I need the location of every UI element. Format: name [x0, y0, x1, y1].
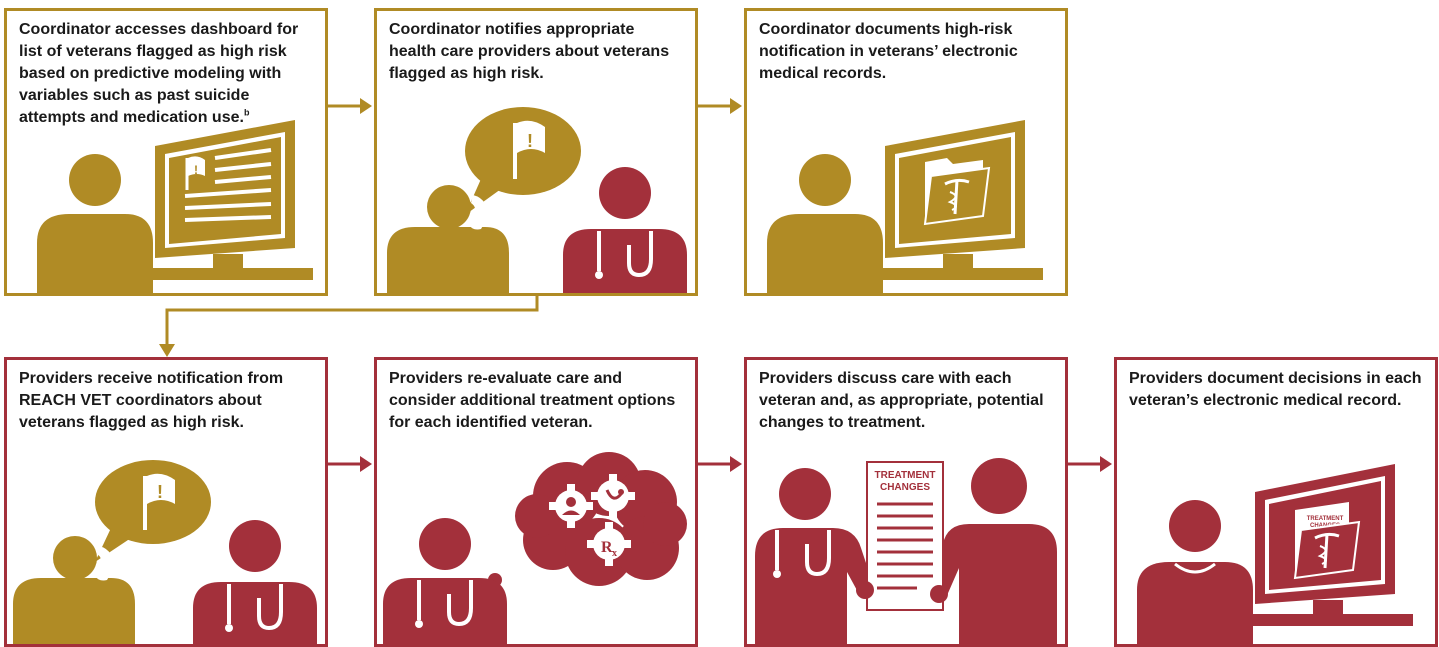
step-6-text: Providers discuss care with each veteran…: [759, 370, 1044, 431]
arrow-step1-to-step2: [328, 98, 372, 114]
step-2-box: Coordinator notifies appropriate health …: [374, 8, 698, 296]
step-4-box: Providers receive notification from REAC…: [4, 357, 328, 647]
arrow-step4-to-step5: [328, 456, 372, 472]
step-6-box: Providers discuss care with each veteran…: [744, 357, 1068, 647]
provider-veteran-discussion-icon: TREATMENT CHANGES: [747, 444, 1065, 644]
svg-text:R: R: [601, 539, 613, 556]
document-label-line-2: CHANGES: [880, 482, 930, 493]
svg-text:!: !: [194, 163, 198, 177]
provider-documents-record-icon: TREATMENT CHANGES: [1117, 454, 1435, 644]
step-4-text: Providers receive notification from REAC…: [19, 370, 284, 431]
arrow-step2-to-step3: [698, 98, 742, 114]
svg-text:!: !: [527, 131, 533, 151]
svg-text:x: x: [612, 548, 617, 559]
coordinator-at-computer-icon: !: [7, 118, 325, 293]
arrow-step5-to-step6: [698, 456, 742, 472]
step-1-box: Coordinator accesses dashboard for list …: [4, 8, 328, 296]
step-2-text: Coordinator notifies appropriate health …: [389, 21, 670, 82]
step-3-text: Coordinator documents high-risk notifica…: [759, 21, 1018, 82]
step-5-text: Providers re-evaluate care and consider …: [389, 370, 676, 431]
provider-receives-call-icon: !: [7, 454, 325, 644]
record-label-line-1: TREATMENT: [1307, 516, 1344, 522]
coordinator-phone-provider-icon: !: [377, 103, 695, 293]
step-7-box: Providers document decisions in each vet…: [1114, 357, 1438, 647]
step-7-text: Providers document decisions in each vet…: [1129, 370, 1422, 409]
coordinator-medical-record-icon: [747, 118, 1065, 293]
step-3-box: Coordinator documents high-risk notifica…: [744, 8, 1068, 296]
footnote-marker: b: [243, 107, 250, 118]
svg-text:!: !: [157, 482, 163, 502]
provider-thinking-gears-icon: R x: [377, 444, 695, 644]
arrow-step6-to-step7: [1068, 456, 1112, 472]
document-label-line-1: TREATMENT: [875, 470, 936, 481]
step-5-box: Providers re-evaluate care and consider …: [374, 357, 698, 647]
step-1-text: Coordinator accesses dashboard for list …: [19, 21, 299, 126]
arrow-step2-to-step4: [159, 296, 539, 357]
